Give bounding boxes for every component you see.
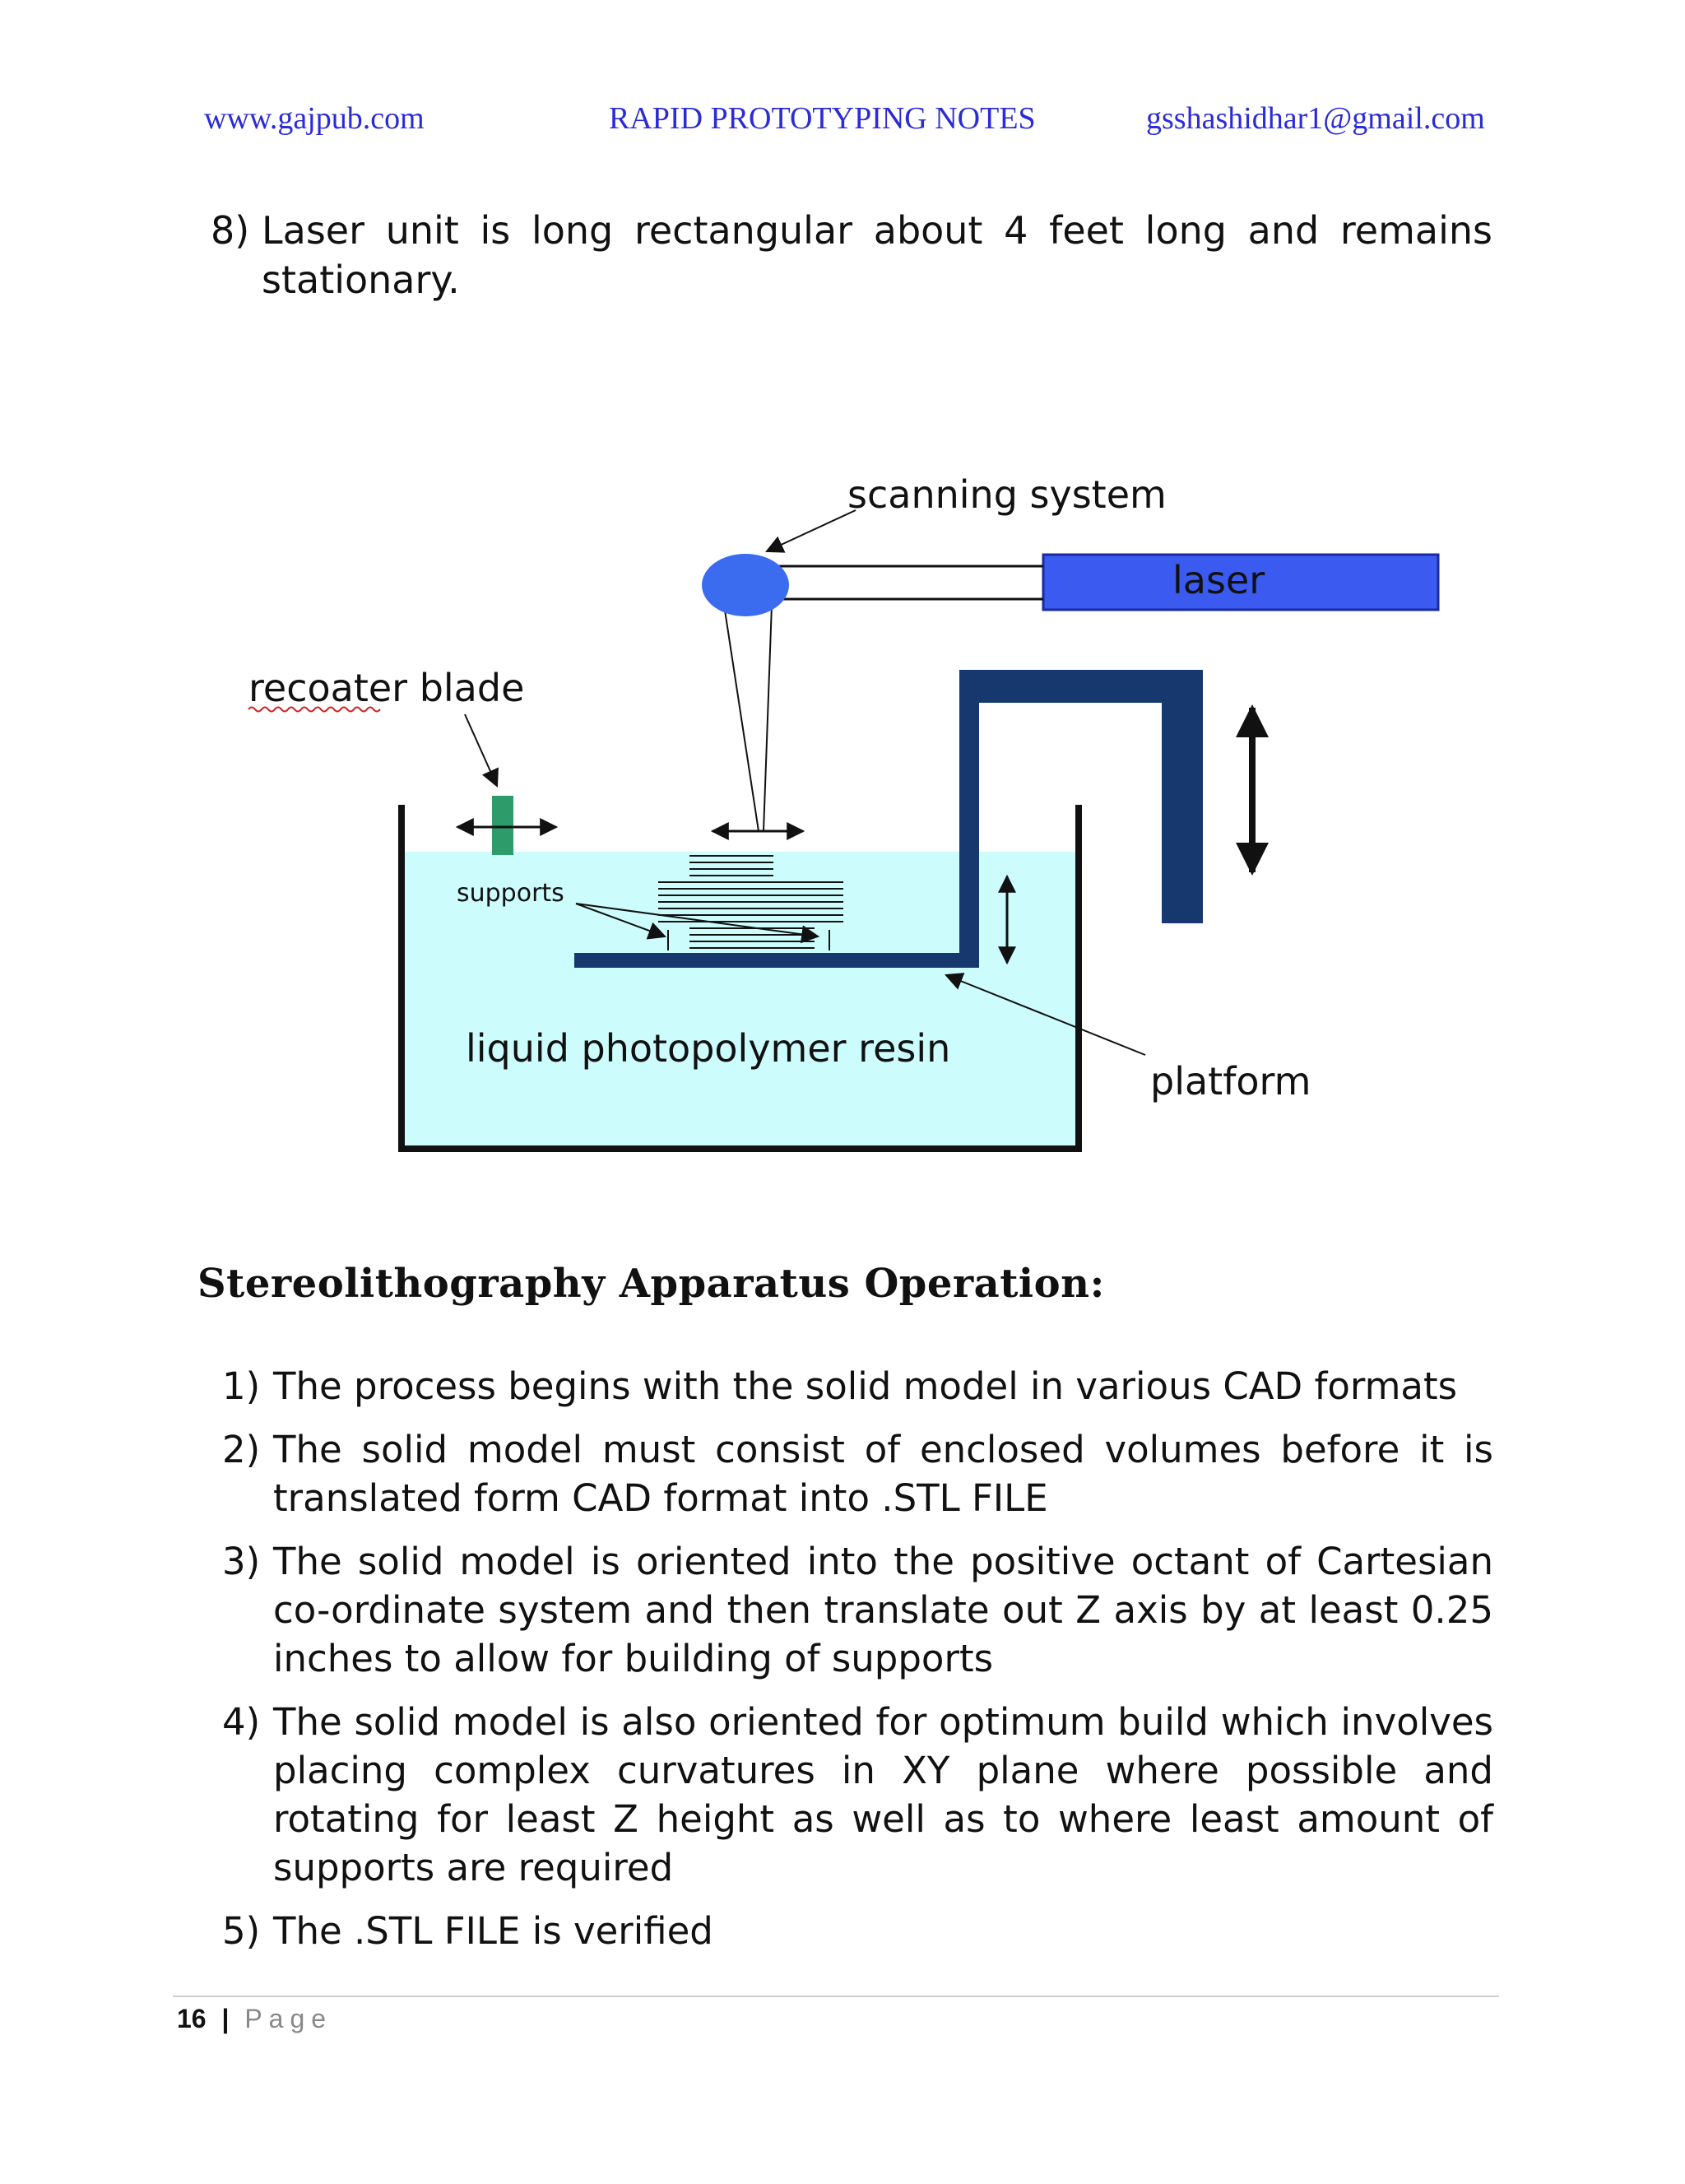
spellcheck-squiggle [248,706,381,713]
part-layers [658,855,843,949]
list-item-number: 1) [222,1364,261,1408]
section-heading: Stereolithography Apparatus Operation: [197,1261,1105,1307]
recoater-blade-label: recoater blade [248,666,524,710]
list-item-text: The solid model must consist of enclosed… [273,1428,1493,1520]
resin-label: liquid photopolymer resin [466,1026,950,1071]
list-item-number: 3) [222,1540,261,1583]
header-email: gsshashidhar1@gmail.com [1146,101,1485,136]
platform-top-arm [959,670,1203,703]
supports-label: supports [457,879,564,908]
resin-fill [405,852,1075,1146]
list-item-text: The solid model is also oriented for opt… [273,1700,1493,1889]
header-website: www.gajpub.com [204,101,425,136]
list-item: 2) The solid model must consist of enclo… [222,1425,1493,1522]
list-item-text: The .STL FILE is verified [273,1909,713,1953]
list-item: 5) The .STL FILE is verified [222,1907,1493,1955]
supports-pointer-2 [575,903,820,944]
platform-pointer [944,973,1146,1056]
page-word: Page [244,2004,333,2033]
list-item-number: 4) [222,1700,261,1744]
scanning-system-label: scanning system [847,472,1167,517]
list-item-text: Laser unit is long rectangular about 4 f… [262,208,1492,302]
laser-unit [1042,553,1440,611]
list-item-text: The process begins with the solid model … [273,1364,1458,1408]
recoater-blade-pointer [464,713,499,788]
supports-pointer-1 [575,903,667,940]
list-item-number: 5) [222,1909,261,1953]
list-item-8: 8) Laser unit is long rectangular about … [211,206,1492,304]
laser-label: laser [1172,558,1265,602]
platform-column [959,670,979,968]
header-title: RAPID PROTOTYPING NOTES [609,101,1036,136]
operation-list: 1) The process begins with the solid mod… [222,1362,1493,1970]
footer-separator: | [221,2004,230,2033]
beam-cone-left [723,604,759,832]
scanning-system-pointer [765,509,856,553]
footer-divider [173,1996,1499,1997]
list-item: 3) The solid model is oriented into the … [222,1537,1493,1683]
recoater-blade [492,796,513,855]
platform-drive [1162,670,1203,923]
page-header: www.gajpub.com RAPID PROTOTYPING NOTES g… [0,100,1685,150]
list-item-number: 8) [211,208,250,253]
scanner-mirror [702,554,789,616]
list-item: 1) The process begins with the solid mod… [222,1362,1493,1410]
list-item-text: The solid model is oriented into the pos… [273,1540,1493,1680]
platform-plate [574,953,977,968]
beam-cone-right [763,604,773,832]
page-number: 16 [177,2004,207,2033]
list-item: 4) The solid model is also oriented for … [222,1698,1493,1892]
vat [398,805,1082,1152]
page-footer: 16 | Page [177,2004,332,2034]
list-item-number: 2) [222,1428,261,1471]
platform-label: platform [1150,1059,1311,1104]
